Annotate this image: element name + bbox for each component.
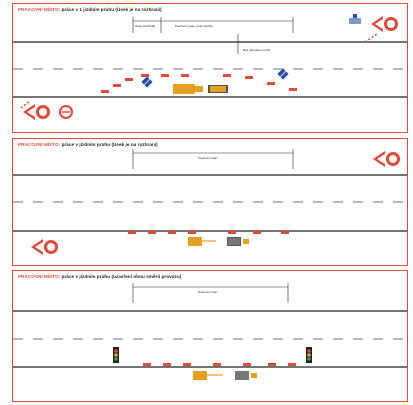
traffic-light-icon (306, 347, 312, 363)
work-trailer (208, 85, 228, 93)
work-zone-panel-3: PRACOVNÍ MÍSTO: práce v jízdním pruhu (u… (12, 270, 408, 402)
road-diagram-1: Úsek přechodu Pracovní úsek / úsek Vjezd… (13, 14, 407, 120)
work-trailer (235, 371, 257, 380)
work-vehicle (173, 84, 203, 94)
work-vehicle (193, 371, 223, 380)
work-zone-panel-2: PRACOVNÍ MÍSTO: práce v jízdním pruhu (Ú… (12, 138, 408, 266)
warning-arrow-sign-icon (31, 239, 58, 255)
warning-arrow-sign-icon (20, 101, 50, 120)
panel-title: PRACOVNÍ MÍSTO: práce v jízdním pruhu (u… (18, 274, 182, 279)
dimension-label: Pracovní úsek (198, 290, 218, 294)
work-zone-panel-1: PRACOVNÍ MÍSTO: práce v 1 jízdním pruhu … (12, 3, 408, 133)
dimension-label: Úsek přechodu (135, 23, 156, 28)
dimension-label: Pracovní úsek / úsek Vjezdu (175, 24, 213, 28)
warning-arrow-sign-icon (364, 16, 398, 43)
cone-markers (143, 363, 296, 366)
work-vehicle (188, 237, 216, 246)
no-overtaking-sign-icon (59, 105, 73, 119)
road-diagram-3: Pracovní úsek (13, 283, 407, 380)
dimension-lines (132, 149, 294, 169)
barrier-icon (349, 14, 361, 24)
panel-title: PRACOVNÍ MÍSTO: práce v 1 jízdním pruhu … (18, 7, 162, 12)
dimension-lines (132, 17, 294, 54)
dimension-label: Pracovní úsek (198, 156, 218, 160)
cone-markers (128, 231, 289, 234)
cone-markers (101, 74, 297, 93)
panel-title: PRACOVNÍ MÍSTO: práce v jízdním pruhu (Ú… (18, 142, 158, 147)
keep-right-sign-icon (277, 68, 289, 80)
keep-left-sign-icon (141, 76, 153, 88)
warning-arrow-sign-icon (373, 151, 400, 167)
work-trailer (227, 237, 249, 246)
dimension-lines (132, 283, 289, 303)
note-label: Bez přerušení pruhu (243, 48, 271, 52)
traffic-light-icon (113, 347, 119, 363)
road-diagram-2: Pracovní úsek (13, 149, 407, 255)
